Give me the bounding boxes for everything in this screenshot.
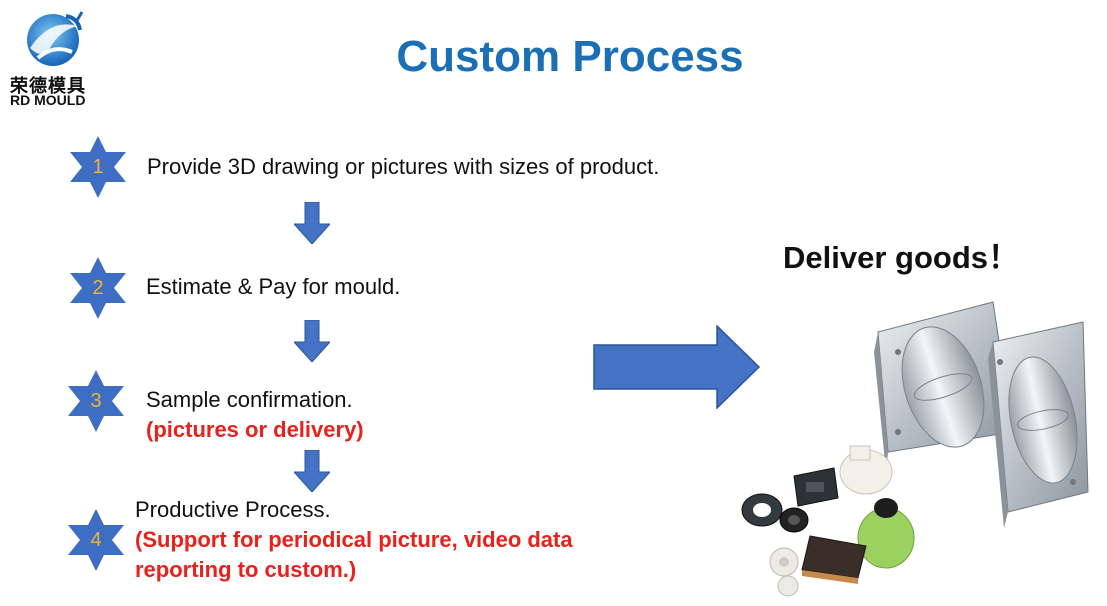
- step-2-label: Estimate & Pay for mould.: [146, 274, 401, 299]
- down-arrow-icon: [294, 320, 330, 362]
- star-icon: [68, 509, 124, 571]
- step-1-label: Provide 3D drawing or pictures with size…: [147, 154, 660, 179]
- star-icon: [70, 136, 126, 198]
- step-3-label: Sample confirmation.: [146, 387, 353, 412]
- step-3-number: 3: [90, 390, 102, 412]
- step-1-number: 1: [92, 156, 104, 178]
- step-3-note: (pictures or delivery): [146, 417, 364, 442]
- star-icon: [68, 370, 124, 432]
- down-arrow-icon: [294, 450, 330, 492]
- step-4-text: Productive Process. (Support for periodi…: [135, 495, 573, 585]
- step-1-text: Provide 3D drawing or pictures with size…: [147, 152, 659, 182]
- mould-products-image: [741, 301, 1089, 597]
- right-arrow-icon: [593, 325, 761, 409]
- step-4-note-line-1: (Support for periodical picture, video d…: [135, 527, 573, 552]
- step-1-star: 1: [70, 136, 126, 198]
- page-title: Custom Process: [396, 32, 744, 81]
- logo-chinese-name: 荣德模具: [10, 76, 86, 97]
- down-arrow-icon: [294, 202, 330, 244]
- star-icon: [70, 257, 126, 319]
- logo-english-name: RD MOULD: [10, 92, 86, 108]
- deliver-goods-label: Deliver goods！: [783, 240, 1019, 275]
- company-logo: 荣德模具 RD MOULD: [6, 6, 106, 110]
- step-4-number: 4: [90, 529, 102, 551]
- step-4-label: Productive Process.: [135, 497, 331, 522]
- logo-globe-icon: [27, 11, 84, 66]
- step-2-text: Estimate & Pay for mould.: [146, 272, 400, 302]
- step-3-star: 3: [68, 370, 124, 432]
- step-2-number: 2: [92, 277, 104, 299]
- step-3-text: Sample confirmation. (pictures or delive…: [146, 385, 364, 445]
- step-4-note-line-2: reporting to custom.): [135, 557, 357, 582]
- step-2-star: 2: [70, 257, 126, 319]
- step-4-star: 4: [68, 509, 124, 571]
